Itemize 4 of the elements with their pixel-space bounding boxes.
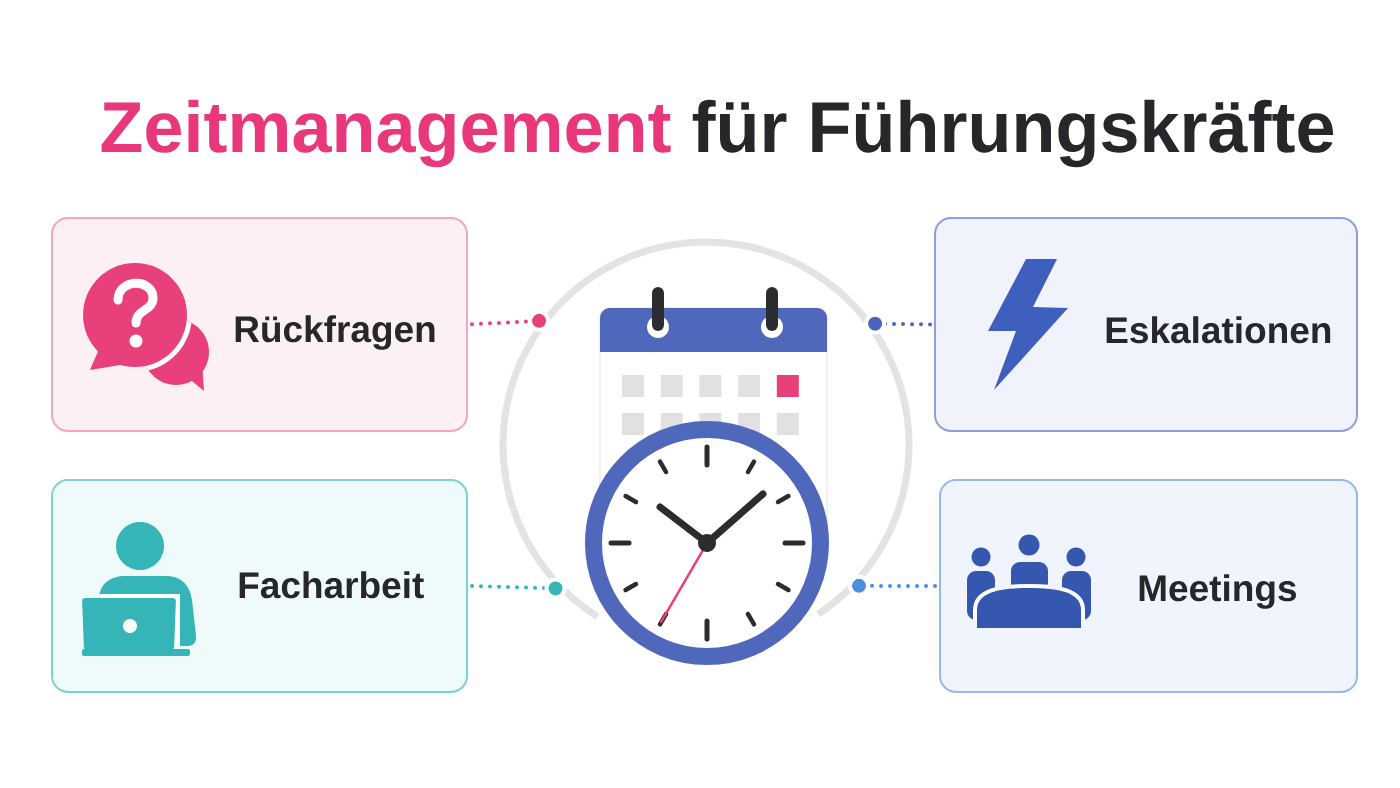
title: Zeitmanagement für Führungskräfte — [101, 99, 1334, 168]
calendar-clock-illustration — [499, 238, 913, 665]
category-card: Meetings — [939, 479, 1358, 693]
category-card: Eskalationen — [934, 217, 1358, 432]
